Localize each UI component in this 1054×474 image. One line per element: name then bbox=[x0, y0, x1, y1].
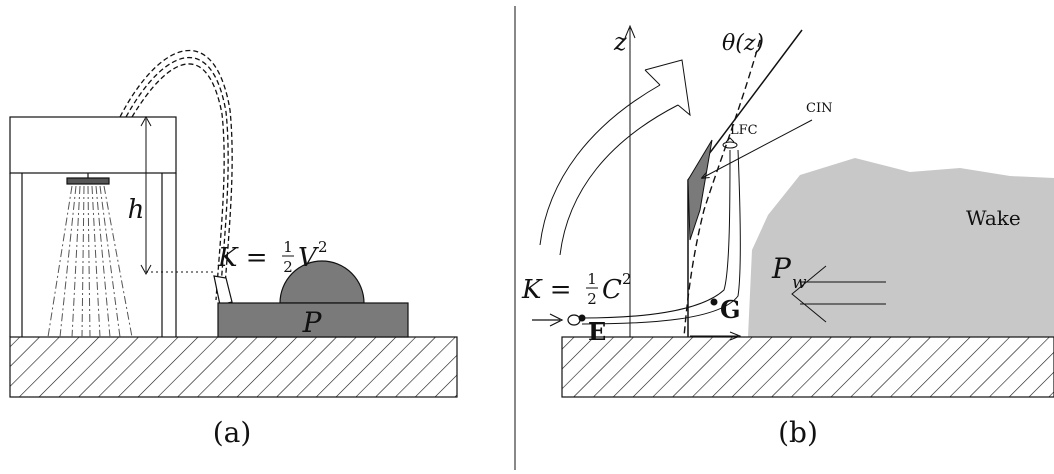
label-k-a-var: V bbox=[298, 243, 319, 273]
label-wake: Wake bbox=[966, 206, 1021, 230]
label-k-a: K = bbox=[217, 243, 267, 273]
wake-region bbox=[748, 158, 1054, 337]
panel-b: z θ(z) LFC CIN bbox=[521, 24, 1054, 449]
z-axis bbox=[624, 24, 636, 337]
label-k-b: K = bbox=[521, 275, 571, 305]
ground-b bbox=[561, 336, 1054, 398]
label-pw: P bbox=[771, 252, 792, 285]
cin-region bbox=[687, 139, 713, 241]
label-k-b-var: C bbox=[602, 275, 622, 305]
label-k-a-num: 1 bbox=[283, 238, 293, 256]
label-lfc: LFC bbox=[730, 123, 758, 138]
label-z: z bbox=[613, 28, 627, 56]
cin-pointer bbox=[702, 119, 813, 178]
label-h: h bbox=[128, 195, 145, 225]
height-indicator bbox=[140, 115, 214, 276]
point-e-marker bbox=[578, 314, 586, 322]
lfc-marker bbox=[722, 137, 738, 149]
kinetic-energy-label-b: K = 1 2 C 2 bbox=[521, 270, 632, 308]
updraft-arrow bbox=[539, 59, 691, 256]
label-p: P bbox=[302, 306, 323, 339]
theta-profile-curve bbox=[683, 39, 761, 338]
label-k-b-exp: 2 bbox=[622, 270, 632, 288]
panel-a: h K = 1 2 V 2 P (a) bbox=[9, 49, 458, 449]
ground-flow-arrow bbox=[690, 331, 742, 341]
shower-head-icon bbox=[66, 173, 110, 185]
label-g: G bbox=[720, 295, 741, 324]
label-k-a-den: 2 bbox=[283, 258, 293, 276]
caption-a: (a) bbox=[213, 416, 252, 449]
wake-pressure-arrow bbox=[791, 265, 886, 323]
label-cin: CIN bbox=[806, 101, 832, 116]
kinetic-energy-label-a: K = 1 2 V 2 bbox=[217, 238, 328, 276]
label-e: E bbox=[588, 317, 606, 346]
ground-a bbox=[9, 336, 458, 398]
pump bbox=[217, 260, 409, 338]
label-k-b-num: 1 bbox=[587, 270, 597, 288]
label-k-b-den: 2 bbox=[587, 290, 597, 308]
label-theta: θ(z) bbox=[722, 31, 764, 56]
shower-structure bbox=[9, 116, 177, 337]
parcel-streamlines bbox=[581, 149, 741, 325]
label-k-a-exp: 2 bbox=[318, 238, 328, 256]
water-jet bbox=[119, 49, 233, 301]
inflow-arrow bbox=[532, 313, 581, 327]
point-g-marker bbox=[710, 298, 718, 306]
caption-b: (b) bbox=[778, 416, 818, 449]
water-spray bbox=[47, 185, 133, 338]
label-pw-sub: w bbox=[792, 273, 807, 293]
